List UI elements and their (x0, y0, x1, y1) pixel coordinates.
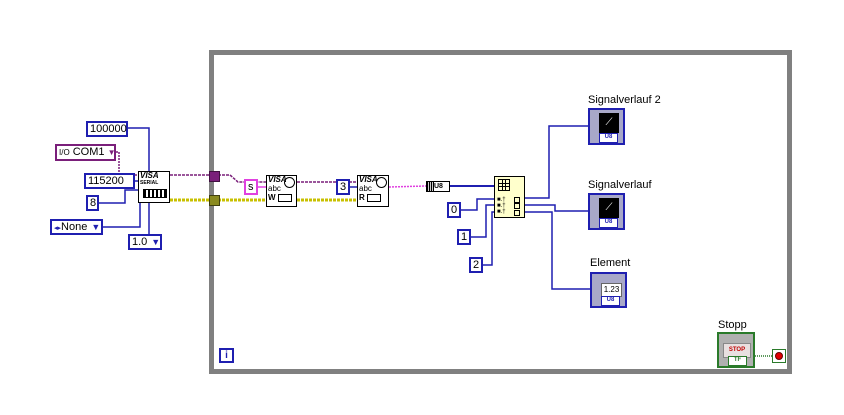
parity-value: None (61, 221, 88, 233)
array-grid-icon (498, 179, 510, 191)
visa-read-node[interactable]: VISA abc R (357, 175, 389, 207)
stop-bits-ring[interactable]: 1.0▼ (128, 234, 162, 250)
resource-value: COM1 (72, 146, 105, 158)
node-subtitle: abc (359, 184, 372, 193)
waveform-label: Signalverlauf (588, 179, 652, 191)
stop-if-true-icon (775, 352, 783, 360)
stop-bits-value: 1.0 (132, 236, 148, 248)
timeout-constant[interactable]: 100000 (86, 121, 128, 137)
io-icon: I/O (59, 148, 70, 157)
graph-icon: ⟋ (599, 198, 619, 218)
node-subtitle: abc (268, 184, 281, 193)
parity-ring[interactable]: ◂▸None▼ (50, 219, 103, 235)
instrument-icon (367, 193, 382, 202)
waveform2-indicator[interactable]: ⟋ U8 (588, 108, 625, 145)
wire-out-2 (524, 211, 590, 290)
type-badge: U8 (599, 133, 618, 143)
index-terminal-1: ■.† (497, 203, 506, 209)
wire-visa-resource (170, 174, 266, 183)
element-indicator[interactable]: 1.23 U8 (590, 272, 627, 308)
element-terminal-2 (514, 210, 520, 216)
element-terminal-1 (514, 203, 520, 209)
tunnel-error (209, 195, 220, 206)
resource-constant[interactable]: I/O COM1 ▼ (55, 144, 116, 161)
wire-index-0 (461, 198, 495, 211)
element-label: Element (590, 257, 631, 269)
wire-out-1 (524, 204, 588, 212)
clock-icon (376, 177, 387, 188)
wire-databits (99, 189, 138, 204)
element-terminal-0 (514, 197, 520, 203)
graph-icon: ⟋ (599, 113, 619, 133)
type-badge: U8 (601, 296, 620, 306)
wire-out-0 (524, 125, 588, 199)
index-1-constant[interactable]: 1 (457, 229, 471, 245)
type-label: U8 (434, 183, 443, 190)
wire-parity (103, 203, 141, 228)
index-terminal-2: ■.† (497, 209, 506, 215)
type-badge: U8 (599, 218, 618, 228)
baud-rate-constant[interactable]: 115200 (84, 173, 135, 189)
index-terminal-0: ■.† (497, 197, 506, 203)
stop-button-terminal[interactable]: STOP TF (717, 332, 755, 368)
data-bits-constant[interactable]: 8 (86, 195, 99, 211)
visa-configure-serial-node[interactable]: VISA SERIAL (138, 171, 170, 203)
node-title: VISA (268, 175, 287, 184)
chevron-down-icon[interactable]: ▼ (107, 148, 116, 157)
write-string-constant[interactable]: s (244, 179, 258, 195)
index-2-constant[interactable]: 2 (469, 257, 483, 273)
node-title: VISA (359, 175, 378, 184)
tunnel-resource (209, 171, 220, 182)
wire-timeout (128, 127, 150, 172)
instrument-icon (277, 193, 292, 202)
iteration-terminal: i (219, 348, 234, 363)
numeric-display: 1.23 (601, 283, 622, 297)
wire-resource (116, 151, 138, 176)
chevron-down-icon[interactable]: ▼ (91, 222, 101, 232)
stop-label: Stopp (718, 319, 747, 331)
wire-index-2 (483, 211, 495, 266)
index-0-constant[interactable]: 0 (447, 202, 461, 218)
waveform-indicator[interactable]: ⟋ U8 (588, 193, 625, 230)
type-badge: TF (728, 356, 747, 366)
index-array-node[interactable]: ■.† ■.† ■.† (494, 176, 525, 218)
loop-condition-terminal[interactable] (772, 349, 786, 363)
ring-arrows-icon: ◂▸ (54, 225, 62, 232)
wire-read-string (388, 185, 427, 188)
string-icon (427, 182, 434, 191)
visa-write-node[interactable]: VISA abc W (266, 175, 297, 207)
node-title: VISA (140, 171, 159, 180)
wire-index-1 (471, 204, 495, 238)
node-mode: R (359, 193, 365, 202)
clock-icon (284, 177, 295, 188)
node-subtitle: SERIAL (140, 180, 159, 186)
waveform2-label: Signalverlauf 2 (588, 94, 661, 106)
node-mode: W (268, 193, 276, 202)
serial-port-icon (143, 189, 167, 198)
string-to-byte-array-node[interactable]: U8 (426, 181, 450, 192)
chevron-down-icon[interactable]: ▼ (151, 237, 161, 247)
while-loop[interactable] (209, 50, 792, 374)
read-count-constant[interactable]: 3 (336, 179, 350, 195)
